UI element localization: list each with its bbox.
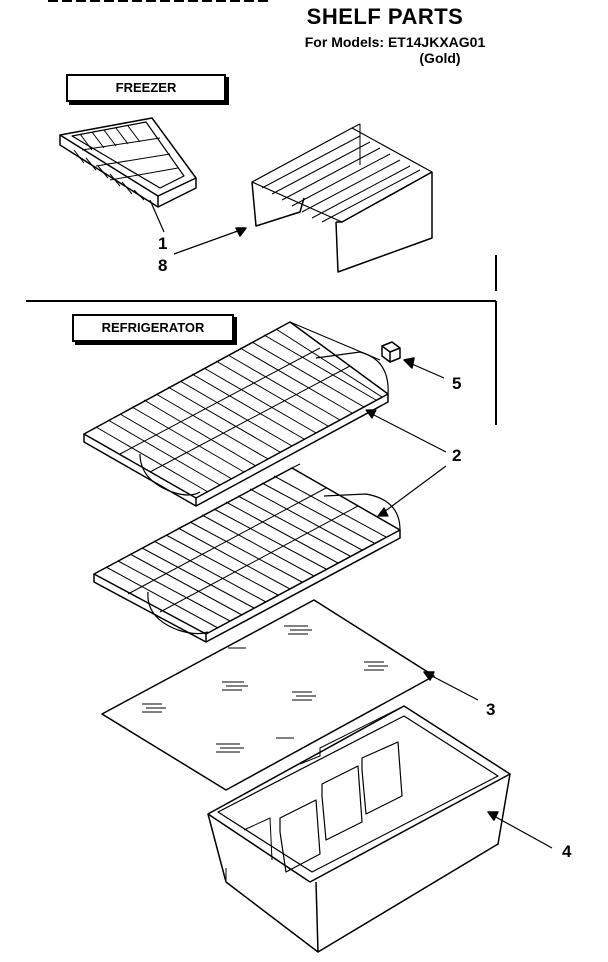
model-subtitle: For Models: ET14JKXAG01 (Gold) [270,34,520,66]
freezer-wire-shelf-illustration [173,123,433,273]
callout-3: 3 [486,700,496,719]
section-divider-lines [26,255,497,425]
glass-shelf-illustration [101,599,479,791]
freezer-section-label: FREEZER [66,74,226,102]
models-line: For Models: ET14JKXAG01 [304,34,486,50]
ice-tray-illustration [59,117,197,233]
callout-5: 5 [452,374,462,393]
upper-refrigerator-shelf-illustration [83,321,389,507]
callout-1: 1 [158,234,168,253]
refrigerator-section-label: REFRIGERATOR [72,314,234,342]
shelf-clip-illustration [381,341,445,379]
callout-8: 8 [158,256,168,275]
color-line: (Gold) [419,50,461,66]
callout-2-leaders [365,409,447,517]
crisper-drawer-illustration [207,705,553,953]
callout-4: 4 [562,842,572,861]
page-title: SHELF PARTS [306,4,464,29]
callout-2: 2 [452,446,462,465]
lower-refrigerator-shelf-illustration [93,463,401,643]
